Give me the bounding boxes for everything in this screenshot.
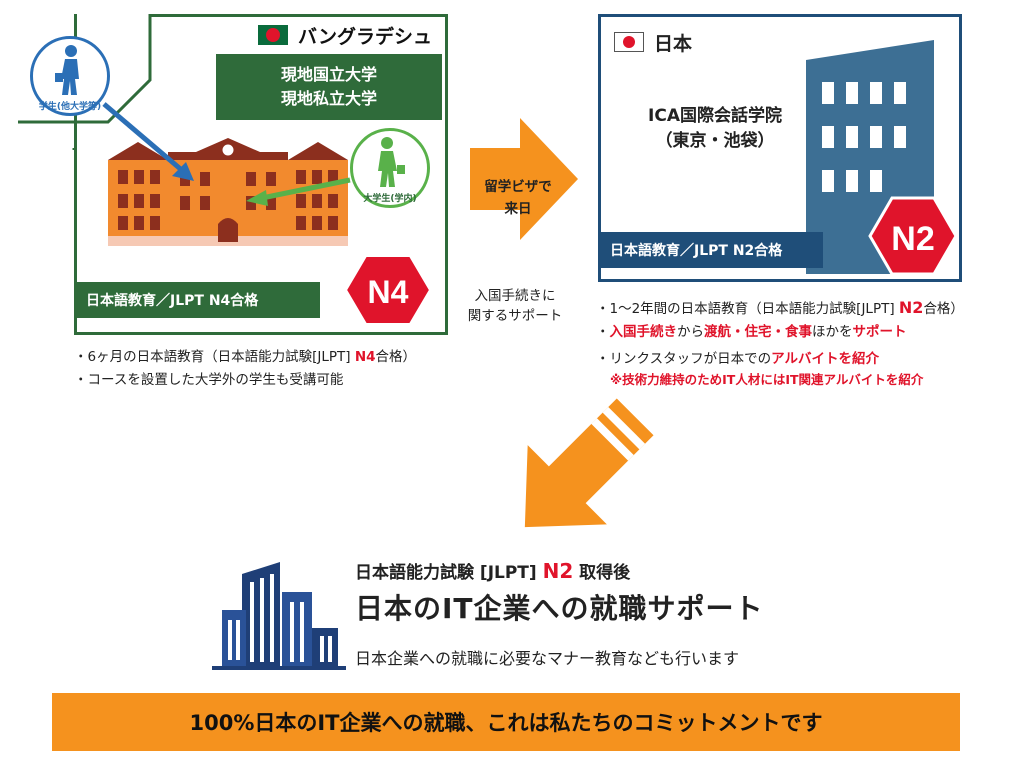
n2-badge-icon: N2 — [868, 196, 958, 276]
other-student-arrow — [102, 102, 351, 206]
cert-highlight: N2 — [542, 559, 574, 583]
note-highlight: サポート — [852, 324, 907, 340]
japan-notes: ・1〜2年間の日本語教育（日本語能力試験[JLPT] N2合格） ・入国手続きか… — [596, 296, 1008, 389]
university-private: 現地私立大学 — [280, 89, 377, 108]
university-box: 現地国立大学 現地私立大学 — [216, 54, 442, 120]
it-job-support-title: 日本のIT企業への就職サポート — [355, 592, 764, 625]
walking-person-icon — [55, 45, 79, 95]
entry-label-line1: 入国手続きに — [474, 288, 556, 304]
bangladesh-course-label: 日本語教育／JLPT N4合格 — [74, 282, 320, 318]
bangladesh-note-2: ・コースを設置した大学外の学生も受講可能 — [74, 372, 344, 388]
student-other-label: 学生(他大学等) — [38, 102, 102, 112]
japan-note-2: ・入国手続きから渡航・住宅・食事ほかをサポート — [596, 321, 1008, 344]
university-national: 現地国立大学 — [280, 65, 377, 84]
student-other-badge: 学生(他大学等) — [30, 36, 110, 116]
student-inside-badge: 大学生(学内) — [350, 128, 430, 208]
visa-label-line2: 来日 — [504, 201, 532, 217]
note-highlight: N4 — [354, 349, 376, 365]
transfer-arrow-icon — [470, 118, 578, 240]
note-text: ほかを — [812, 324, 853, 340]
bangladesh-notes: ・6ヶ月の日本語教育（日本語能力試験[JLPT] N4合格） ・コースを設置した… — [74, 346, 474, 392]
japan-flag-icon — [614, 32, 644, 52]
japan-note-4: ※技術力維持のためIT人材にはIT関連アルバイトを紹介 — [610, 372, 924, 387]
japan-note-1: ・1〜2年間の日本語教育（日本語能力試験[JLPT] N2合格） — [596, 296, 1008, 321]
school-name-line1: ICA国際会話学院 — [648, 106, 782, 126]
n4-badge-icon: N4 — [344, 255, 432, 325]
bangladesh-frame — [74, 14, 448, 335]
note-highlight: 渡航・住宅・食事 — [704, 324, 812, 340]
entry-label-line2: 関するサポート — [467, 308, 563, 324]
note-highlight: N2 — [898, 298, 924, 317]
campus-path-lines — [18, 14, 152, 150]
ica-school-name: ICA国際会話学院 （東京・池袋） — [630, 104, 800, 154]
commitment-banner: 100%日本のIT企業への就職、これは私たちのコミットメントです — [52, 693, 960, 751]
city-buildings-icon — [212, 562, 346, 670]
note-text: 合格） — [375, 349, 417, 365]
japan-country-name: 日本 — [654, 32, 693, 55]
student-inside-label: 大学生(学内) — [363, 194, 417, 204]
visa-label-line1: 留学ビザで — [484, 179, 552, 195]
bangladesh-flag-icon — [258, 25, 288, 45]
it-job-support-subtitle: 日本企業への就職に必要なマナー教育なども行います — [355, 649, 740, 668]
bangladesh-country-label: バングラデシュ — [258, 22, 432, 48]
note-text: ・1〜2年間の日本語教育（日本語能力試験[JLPT] — [596, 301, 899, 317]
japan-country-label: 日本 — [614, 30, 693, 55]
bangladesh-frame-top — [150, 14, 445, 17]
n2-badge-text: N2 — [891, 220, 934, 258]
bangladesh-country-name: バングラデシュ — [298, 25, 432, 48]
jlpt-n2-certification: 日本語能力試験 [JLPT] N2 取得後 — [355, 558, 630, 583]
visa-arrow-label: 留学ビザで 来日 — [474, 176, 562, 220]
cert-text: 取得後 — [573, 563, 631, 583]
down-arrow-icon — [524, 398, 654, 528]
note-highlight: 入国手続き — [609, 324, 678, 340]
note-text: から — [677, 324, 704, 340]
note-text: 合格） — [923, 301, 964, 317]
note-text: ・ — [596, 324, 610, 340]
cert-text: 日本語能力試験 [JLPT] — [355, 563, 543, 583]
japan-frame — [598, 14, 962, 282]
note-text: ・リンクスタッフが日本での — [596, 351, 772, 367]
school-name-line2: （東京・池袋） — [655, 131, 775, 151]
japan-note-3: ・リンクスタッフが日本でのアルバイトを紹介 — [596, 348, 1008, 371]
note-highlight: アルバイトを紹介 — [771, 351, 879, 367]
note-text: ・6ヶ月の日本語教育（日本語能力試験[JLPT] — [74, 349, 355, 365]
n4-badge-text: N4 — [368, 274, 409, 310]
bangladesh-note-1: ・6ヶ月の日本語教育（日本語能力試験[JLPT] N4合格） — [74, 346, 474, 369]
university-building-icon — [108, 138, 348, 246]
walking-student-icon — [378, 137, 405, 187]
entry-support-label: 入国手続きに 関するサポート — [460, 286, 570, 326]
japan-course-label: 日本語教育／JLPT N2合格 — [598, 232, 823, 268]
